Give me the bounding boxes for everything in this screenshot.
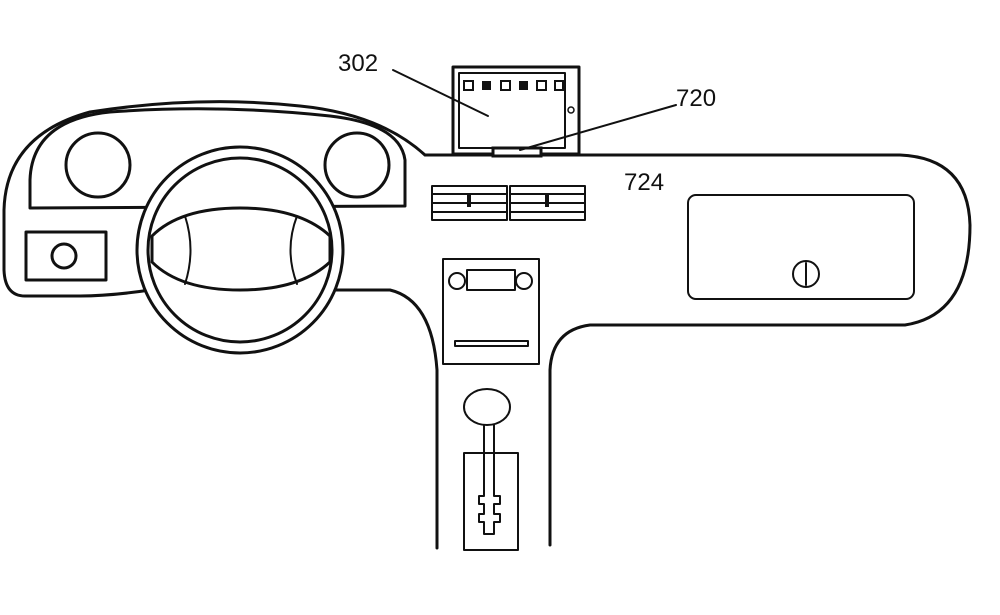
dashboard-outline bbox=[2, 100, 972, 550]
app-icon bbox=[536, 80, 547, 91]
speedometer-gauge bbox=[64, 131, 132, 199]
app-icon bbox=[482, 81, 491, 90]
radio-knob-right bbox=[515, 272, 533, 290]
steering-wheel-hub bbox=[150, 206, 332, 292]
app-icon bbox=[554, 80, 564, 91]
cd-slot bbox=[454, 340, 529, 347]
glove-box-latch bbox=[792, 260, 820, 288]
radio-display bbox=[466, 269, 516, 291]
label-302: 302 bbox=[338, 50, 378, 77]
label-720: 720 bbox=[676, 85, 716, 112]
shift-gate-slot bbox=[478, 424, 501, 535]
shifter-gate-panel bbox=[463, 452, 519, 551]
radio-panel bbox=[442, 258, 540, 365]
glove-box bbox=[687, 194, 915, 300]
leader-line-720 bbox=[519, 104, 677, 151]
steering-wheel-inner-rim bbox=[146, 156, 334, 344]
home-button-icon bbox=[567, 106, 575, 114]
vent-tab bbox=[467, 194, 471, 207]
steering-wheel-rim bbox=[135, 145, 345, 355]
instrument-cluster-hood bbox=[28, 107, 407, 210]
leader-line-302 bbox=[392, 69, 489, 117]
display-mount bbox=[491, 146, 543, 158]
steering-wheel-spoke-right bbox=[289, 215, 298, 285]
headlight-knob bbox=[50, 242, 78, 270]
app-icon bbox=[463, 80, 474, 91]
app-icon bbox=[500, 80, 511, 91]
app-icon bbox=[519, 81, 528, 90]
headlight-switch-panel bbox=[24, 230, 108, 282]
tachometer-gauge bbox=[323, 131, 391, 199]
steering-wheel-spoke-left bbox=[184, 215, 192, 285]
label-724: 724 bbox=[624, 169, 664, 196]
vent-tab bbox=[545, 194, 549, 207]
shift-knob bbox=[463, 388, 511, 426]
radio-knob-left bbox=[448, 272, 466, 290]
